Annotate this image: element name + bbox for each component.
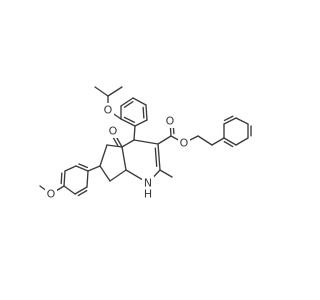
single-bond xyxy=(63,185,76,195)
single-bond xyxy=(157,135,172,145)
atom-label-background xyxy=(142,176,154,200)
single-bond xyxy=(120,97,134,107)
single-bond xyxy=(120,118,136,127)
double-bond-line xyxy=(78,163,89,169)
single-bond xyxy=(99,165,111,182)
atom-label-background xyxy=(102,103,114,117)
single-bond xyxy=(132,97,147,106)
atom-n: NH xyxy=(142,176,154,201)
single-bond xyxy=(197,135,213,146)
single-bond xyxy=(235,137,249,146)
double-bond-line xyxy=(154,147,158,168)
single-bond xyxy=(64,165,77,172)
atom-symbol: O xyxy=(180,137,189,150)
single-bond xyxy=(99,144,108,167)
single-bond xyxy=(63,170,66,187)
single-bond xyxy=(75,165,89,172)
single-bond xyxy=(87,165,101,172)
atom-label-background xyxy=(107,124,119,138)
atom-o: O xyxy=(45,187,57,201)
atom-o: O xyxy=(164,114,176,128)
double-bond-line xyxy=(123,101,134,108)
atom-symbol: O xyxy=(47,188,56,201)
single-bond xyxy=(223,117,237,125)
single-bond xyxy=(133,139,159,145)
atom-symbol: O xyxy=(166,115,175,128)
single-bond xyxy=(86,170,89,188)
single-bond xyxy=(109,169,127,182)
single-bond xyxy=(235,117,249,125)
atom-symbol: O xyxy=(104,104,113,117)
atom-symbol: N xyxy=(144,177,152,190)
atom-hydrogen: H xyxy=(144,188,152,201)
single-bond xyxy=(159,169,173,178)
single-bond xyxy=(121,146,127,171)
double-bond-line xyxy=(60,172,63,185)
single-bond xyxy=(133,125,136,141)
atom-o: O xyxy=(107,124,119,138)
double-bond-line xyxy=(223,115,234,122)
atom-label-background xyxy=(178,136,190,150)
double-bond-line xyxy=(77,189,88,197)
single-bond xyxy=(157,143,161,171)
double-bond-line xyxy=(223,140,234,148)
single-bond xyxy=(121,139,135,148)
single-bond xyxy=(106,144,123,148)
atom-o: O xyxy=(102,103,114,117)
single-bond xyxy=(223,137,237,146)
atom-label-background xyxy=(45,187,57,201)
double-bond-line xyxy=(123,116,135,123)
single-bond xyxy=(94,86,109,97)
single-bond xyxy=(145,104,148,121)
atom-label-background xyxy=(164,114,176,128)
atom-o: O xyxy=(178,136,190,150)
double-bond-line xyxy=(142,106,145,119)
single-bond xyxy=(211,137,225,146)
single-bond xyxy=(107,86,123,97)
single-bond xyxy=(134,119,148,127)
atom-symbol: O xyxy=(109,125,118,138)
single-bond xyxy=(74,186,88,195)
